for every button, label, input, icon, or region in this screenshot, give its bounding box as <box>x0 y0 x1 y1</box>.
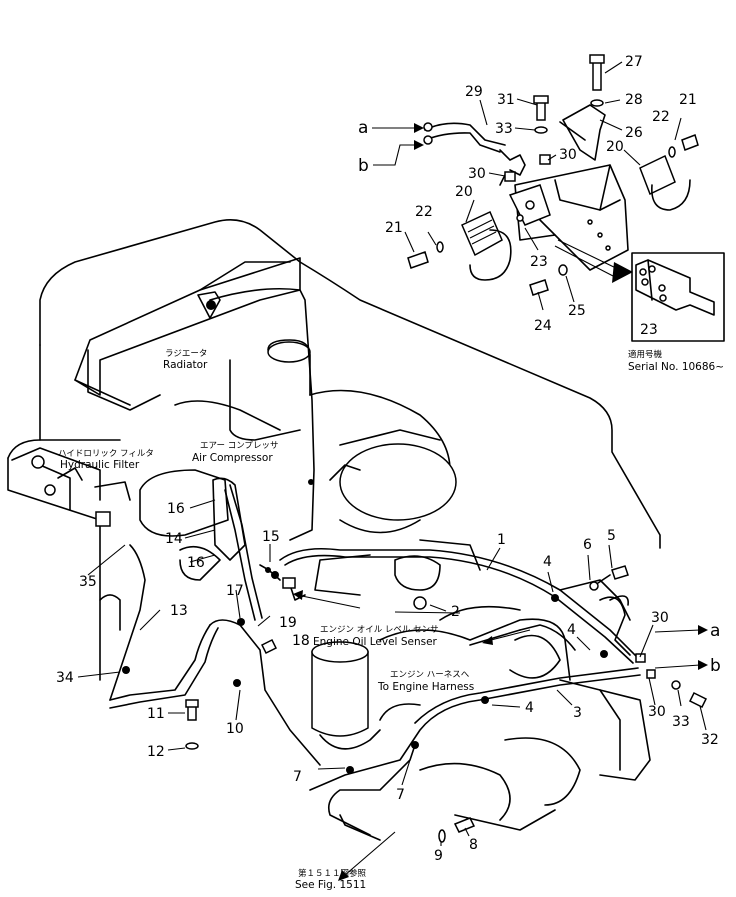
part-number: 23 <box>530 254 548 270</box>
part-number: 27 <box>625 54 643 70</box>
engine-harness-label-jp: エンジン ハーネスへ <box>390 670 470 680</box>
part-number: 33 <box>495 121 513 137</box>
serial-label-jp: 適用号機 <box>628 349 663 360</box>
part-number: 21 <box>679 92 697 108</box>
part-number: 9 <box>434 848 443 864</box>
part-number: 17 <box>226 583 244 599</box>
part-number: 23 <box>640 322 658 338</box>
leaders-lower <box>77 499 708 881</box>
part-number: 28 <box>625 92 643 108</box>
part-number: 26 <box>625 125 643 141</box>
part-number: 2 <box>451 604 460 620</box>
part-number: 1 <box>497 532 506 548</box>
part-number: 4 <box>525 700 534 716</box>
part-number: 29 <box>465 84 483 100</box>
part-number: 34 <box>56 670 74 686</box>
part-number: 20 <box>455 184 473 200</box>
part-number: 18 <box>292 633 310 649</box>
part-number: 35 <box>79 574 97 590</box>
air-compressor <box>139 400 281 581</box>
part-number: 11 <box>147 706 165 722</box>
inset-assembly <box>372 54 699 311</box>
part-number: 25 <box>568 303 586 319</box>
part-numbers: 1 2 3 4 4 4 5 6 7 7 8 9 10 11 12 13 14 1… <box>56 54 719 864</box>
part-number: 7 <box>396 787 405 803</box>
serial-label: Serial No. 10686~ <box>628 361 724 373</box>
hydraulic-filter-label-jp: ハイドロリック フィルタ <box>58 449 154 459</box>
part-number: 7 <box>293 769 302 785</box>
part-number: 22 <box>652 109 670 125</box>
part-number: 13 <box>170 603 188 619</box>
hydraulic-filter-label: Hydraulic Filter <box>60 459 140 471</box>
air-cleaner <box>229 339 457 534</box>
see-fig-label-jp: 第１５１１図参照 <box>298 868 367 879</box>
part-number: 30 <box>468 166 486 182</box>
part-number: 12 <box>147 744 165 760</box>
radiator-label: Radiator <box>163 359 208 371</box>
wiring-harness <box>99 287 641 841</box>
part-number: 4 <box>543 554 552 570</box>
text-labels: ラジエータ Radiator ハイドロリック フィルタ Hydraulic Fi… <box>58 118 724 891</box>
connector-a-lower: a <box>710 621 720 641</box>
bolts-lower <box>185 565 708 843</box>
part-number: 16 <box>167 501 185 517</box>
radiator <box>74 257 301 411</box>
part-number: 30 <box>559 147 577 163</box>
part-number: 8 <box>469 837 478 853</box>
part-number: 15 <box>262 529 280 545</box>
part-number: 33 <box>672 714 690 730</box>
part-number: 30 <box>651 610 669 626</box>
hydraulic-filter <box>11 447 131 527</box>
air-compressor-label: Air Compressor <box>192 452 273 464</box>
serial-inset-box <box>631 252 725 342</box>
part-number: 31 <box>497 92 515 108</box>
radiator-label-jp: ラジエータ <box>165 349 207 359</box>
connector-b-lower: b <box>710 656 721 676</box>
part-number: 22 <box>415 204 433 220</box>
part-number: 16 <box>187 555 205 571</box>
part-number: 21 <box>385 220 403 236</box>
part-number: 19 <box>279 615 297 631</box>
part-number: 4 <box>567 622 576 638</box>
connector-a-upper: a <box>358 118 368 138</box>
part-number: 20 <box>606 139 624 155</box>
part-number: 6 <box>583 537 592 553</box>
engine-harness-label: To Engine Harness <box>377 681 474 693</box>
part-number: 10 <box>226 721 244 737</box>
part-number: 30 <box>648 704 666 720</box>
oil-level-sensor-label: Engine Oil Level Senser <box>313 636 438 648</box>
air-compressor-label-jp: エアー コンプレッサ <box>200 441 278 451</box>
connector-b-upper: b <box>358 156 369 176</box>
clamps <box>122 291 608 774</box>
part-number: 3 <box>573 705 582 721</box>
part-number: 14 <box>165 531 183 547</box>
part-number: 5 <box>607 528 616 544</box>
see-fig-label: See Fig. 1511 <box>295 879 366 891</box>
part-number: 32 <box>701 732 719 748</box>
oil-filter <box>311 641 381 750</box>
part-number: 24 <box>534 318 552 334</box>
oil-level-sensor-label-jp: エンジン オイル レベル センサ <box>320 625 439 635</box>
